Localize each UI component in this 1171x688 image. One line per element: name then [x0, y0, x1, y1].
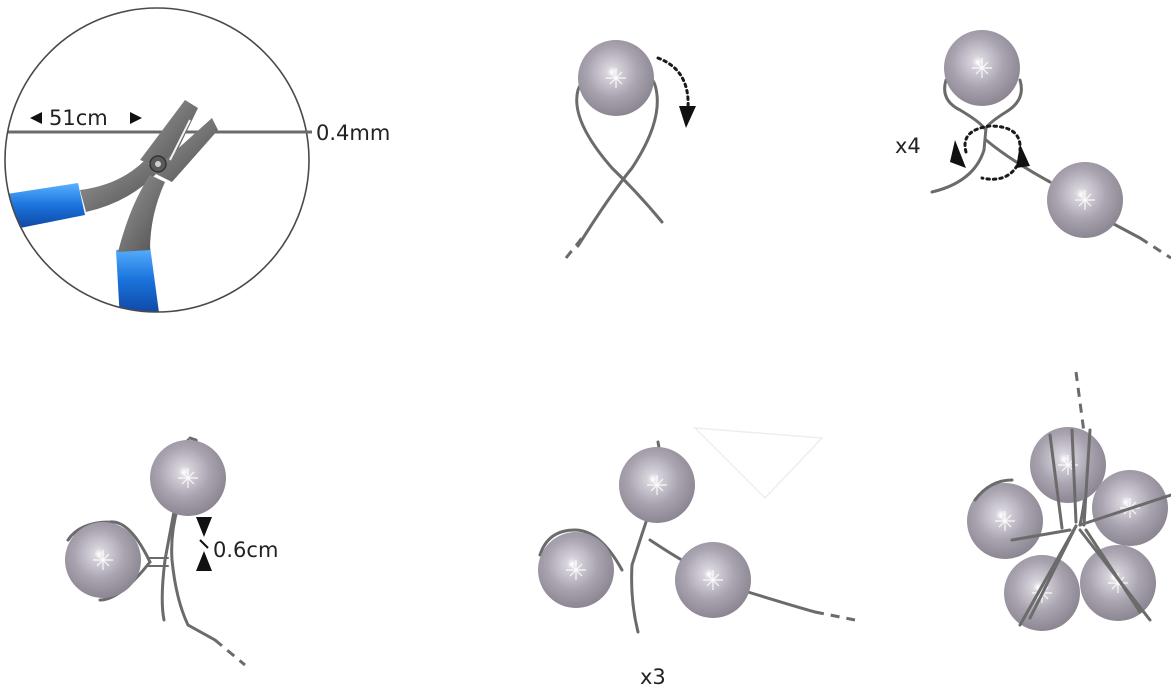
left-measure-arrow-icon	[30, 112, 42, 124]
right-measure-arrow-icon	[130, 112, 142, 124]
step-2-loop-bead	[564, 39, 696, 259]
bead-icon	[1029, 426, 1107, 504]
bead-icon	[149, 439, 227, 517]
cutter-detail-circle	[4, 7, 310, 313]
step-5-repeat: x3	[537, 427, 856, 688]
bead-icon	[618, 446, 696, 524]
step-6-flower	[966, 371, 1171, 632]
wire-length-label: 51cm	[49, 106, 108, 130]
twist-arrow-icon	[656, 56, 690, 110]
wire-gauge-label: 0.4mm	[316, 121, 390, 145]
gap-label: 0.6cm	[213, 538, 278, 562]
twist-arrow-icon	[963, 124, 1022, 154]
step-4-gap: 0.6cm	[64, 436, 278, 667]
bead-icon	[1046, 161, 1124, 239]
repeat-count-label: x3	[640, 665, 666, 688]
bead-icon	[537, 531, 615, 609]
bead-icon	[577, 39, 655, 117]
step-1-cut-wire: 51cm 0.4mm	[4, 7, 390, 313]
bead-icon	[943, 29, 1021, 107]
bead-icon	[674, 541, 752, 619]
bead-icon	[1079, 544, 1157, 622]
step-3-twist: x4	[895, 29, 1171, 260]
wire-cutter-icon	[5, 100, 309, 312]
bead-icon	[64, 521, 142, 599]
faint-triangle	[693, 427, 824, 500]
twist-count-label: x4	[895, 134, 921, 158]
